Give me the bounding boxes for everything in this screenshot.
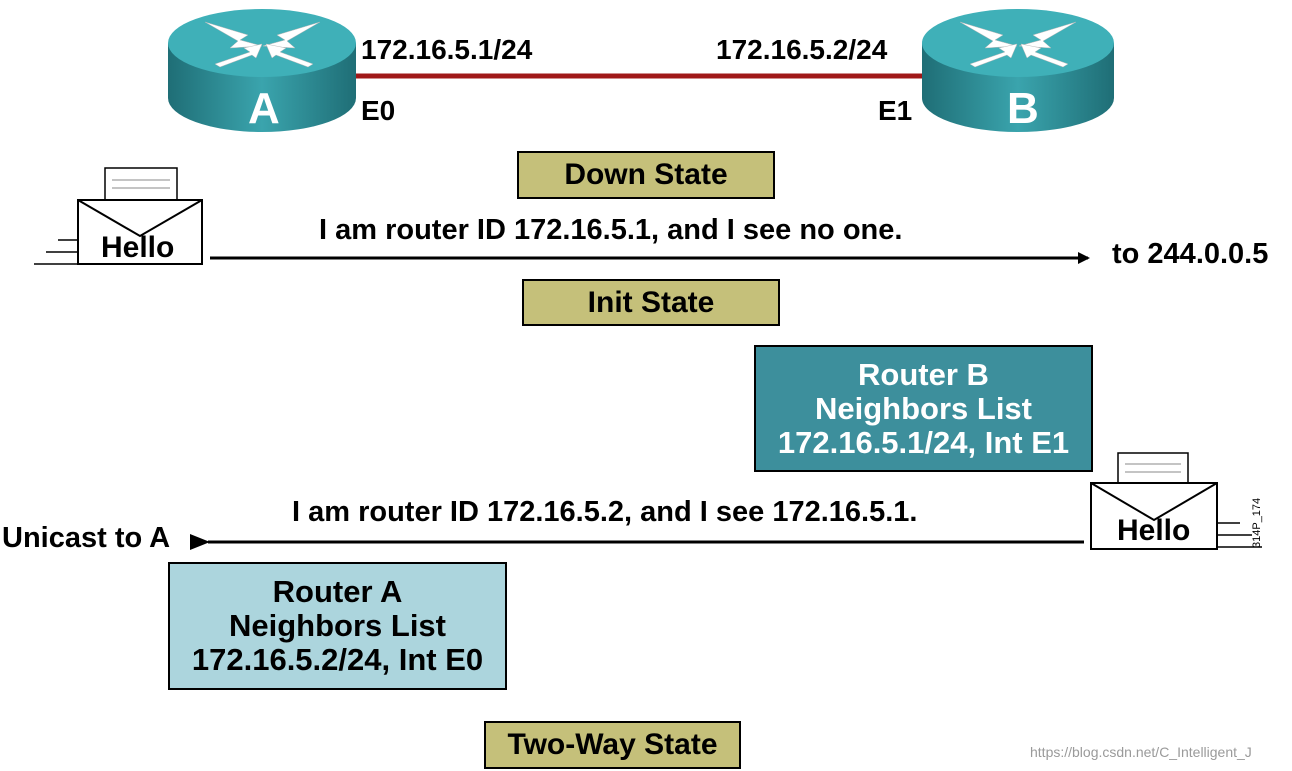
init-state-box: Init State xyxy=(522,279,780,326)
two-way-state-box: Two-Way State xyxy=(484,721,741,769)
neighbors-a-title: Router A xyxy=(272,574,403,609)
message-from-b-destination: Unicast to A xyxy=(2,522,171,554)
neighbors-b-subtitle: Neighbors List xyxy=(814,390,1032,426)
router-b-ip: 172.16.5.2/24 xyxy=(716,34,888,65)
router-a-icon xyxy=(168,9,356,132)
neighbors-b-entry: 172.16.5.1/24, Int E1 xyxy=(777,424,1070,460)
router-b-neighbors-list: Router B Neighbors List 172.16.5.1/24, I… xyxy=(754,345,1093,472)
neighbors-b-title: Router B xyxy=(858,356,989,392)
figure-code: 314P_174 xyxy=(1251,497,1263,548)
message-from-a-destination: to 244.0.0.5 xyxy=(1112,238,1269,270)
router-b-interface: E1 xyxy=(878,95,913,126)
hello-envelope-a-icon xyxy=(34,167,203,265)
neighbors-a-entry: 172.16.5.2/24, Int E0 xyxy=(191,642,484,677)
neighbors-a-subtitle: Neighbors List xyxy=(228,608,446,643)
watermark: https://blog.csdn.net/C_Intelligent_J xyxy=(1030,744,1252,760)
router-a-interface: E0 xyxy=(361,95,396,126)
router-b-icon xyxy=(922,9,1114,132)
hello-envelope-b-icon xyxy=(1090,452,1262,550)
down-state-box: Down State xyxy=(517,151,775,199)
hello-label-a: Hello xyxy=(101,231,175,264)
router-b-label: B xyxy=(1007,84,1039,133)
router-a-neighbors-list: Router A Neighbors List 172.16.5.2/24, I… xyxy=(168,562,507,690)
message-from-b: I am router ID 172.16.5.2, and I see 172… xyxy=(292,496,918,528)
router-a-label: A xyxy=(248,84,280,133)
hello-label-b: Hello xyxy=(1117,514,1191,547)
message-from-a: I am router ID 172.16.5.1, and I see no … xyxy=(319,214,903,246)
router-a-ip: 172.16.5.1/24 xyxy=(361,34,533,65)
